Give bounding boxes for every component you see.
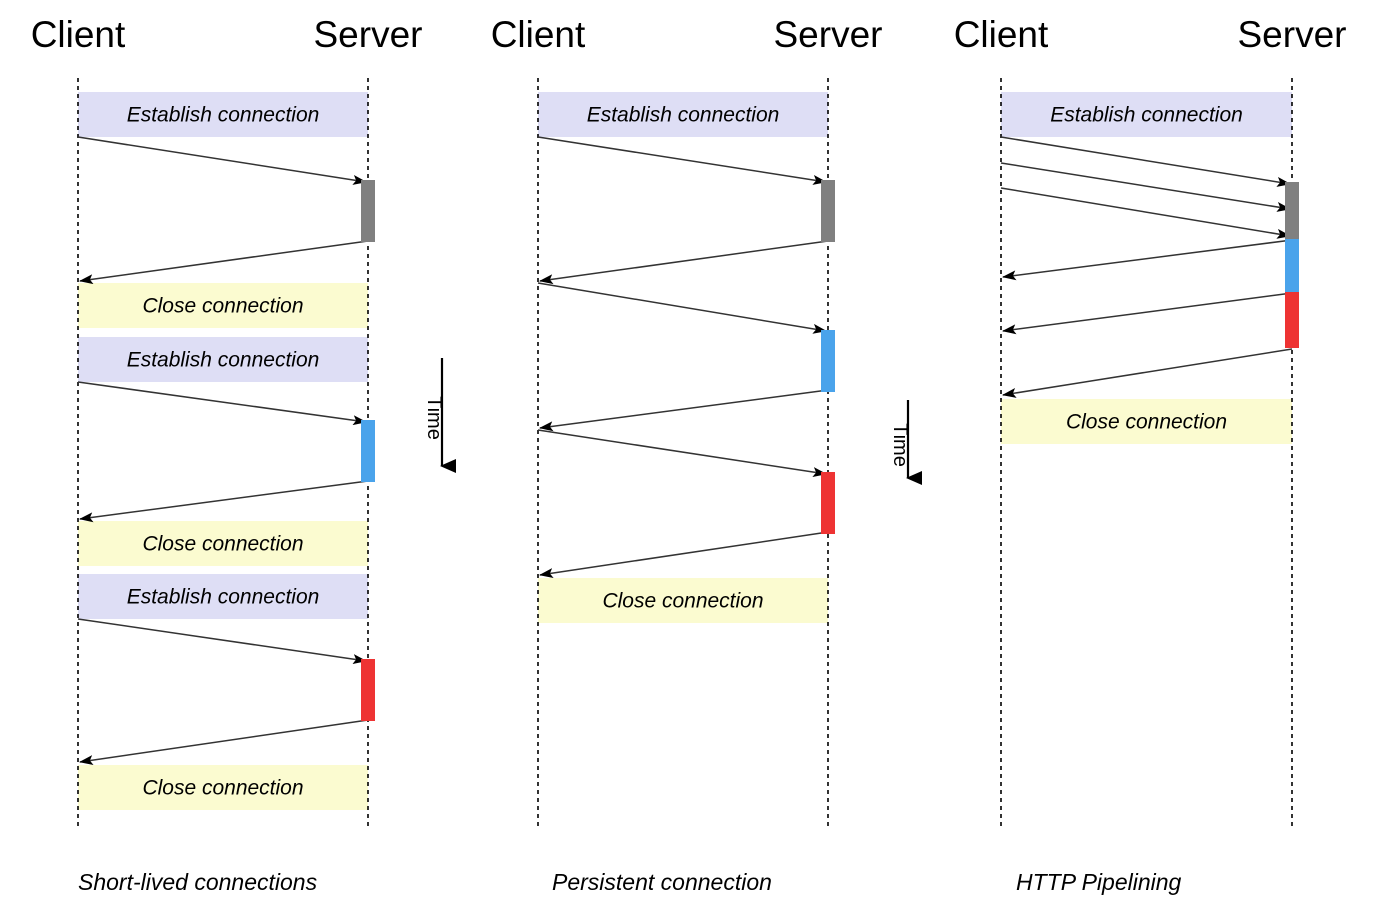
panel-persistent-message-response-3 <box>539 389 829 432</box>
panel-short-lived-band-close-5 <box>78 765 368 810</box>
panel-persistent-band-close-1 <box>538 578 828 623</box>
panel-persistent-server-header: Server <box>774 14 883 55</box>
panel-short-lived-band-label-1: Close connection <box>142 295 303 318</box>
time-axis-right-label: Time <box>889 423 911 467</box>
panel-persistent-activation-1 <box>821 330 835 392</box>
panel-short-lived-message-request-0 <box>77 136 367 185</box>
panel-short-lived-band-label-4: Establish connection <box>127 586 320 609</box>
time-axis-left-label: Time <box>423 396 445 440</box>
panel-pipelining-server-header: Server <box>1238 14 1347 55</box>
panel-persistent-message-request-0 <box>537 136 827 185</box>
panel-short-lived-message-response-5 <box>79 719 369 766</box>
panel-short-lived-message-response-3 <box>79 480 369 523</box>
panel-short-lived-band-close-3 <box>78 521 368 566</box>
panel-persistent-band-label-0: Establish connection <box>587 104 780 127</box>
panel-short-lived-activation-0 <box>361 180 375 242</box>
time-axis-right: Time <box>889 400 922 485</box>
panel-persistent-band-label-1: Close connection <box>602 590 763 613</box>
time-axis-left: Time <box>423 358 456 473</box>
panel-short-lived-activation-1 <box>361 420 375 482</box>
panel-short-lived-caption: Short-lived connections <box>78 869 318 895</box>
panel-pipelining-caption: HTTP Pipelining <box>1016 869 1182 895</box>
panel-short-lived-band-establish-0 <box>78 92 368 137</box>
panel-pipelining-band-close-1 <box>1001 399 1292 444</box>
panel-short-lived-band-label-3: Close connection <box>142 533 303 556</box>
panel-short-lived-client-header: Client <box>31 14 126 55</box>
panel-short-lived-band-label-0: Establish connection <box>127 104 320 127</box>
panel-short-lived-message-request-4 <box>77 618 367 665</box>
panel-pipelining-activation-0 <box>1285 182 1299 239</box>
panel-persistent-message-response-1 <box>539 240 829 285</box>
panel-pipelining-band-label-1: Close connection <box>1066 411 1227 434</box>
panel-short-lived-band-close-1 <box>78 283 368 328</box>
panel-short-lived-message-response-1 <box>79 240 369 285</box>
panel-pipelining-client-header: Client <box>954 14 1049 55</box>
panel-short-lived-band-establish-2 <box>78 337 368 382</box>
panel-persistent-message-request-4 <box>537 429 827 477</box>
panel-pipelining-message-request-0 <box>1000 136 1291 187</box>
panel-short-lived-band-establish-4 <box>78 574 368 619</box>
panel-persistent-activation-0 <box>821 180 835 242</box>
panel-pipelining-message-response-4 <box>1002 292 1293 335</box>
panel-short-lived-message-request-2 <box>77 381 367 426</box>
panel-short-lived-server-header: Server <box>314 14 423 55</box>
panel-persistent-message-response-5 <box>539 531 829 579</box>
panel-persistent-band-establish-0 <box>538 92 828 137</box>
panel-persistent-caption: Persistent connection <box>552 869 772 895</box>
panel-pipelining-activation-1 <box>1285 239 1299 292</box>
panel-short-lived-band-label-2: Establish connection <box>127 349 320 372</box>
panel-persistent-message-request-2 <box>537 282 827 334</box>
panel-short-lived-activation-2 <box>361 659 375 721</box>
panel-pipelining-band-label-0: Establish connection <box>1050 104 1243 127</box>
panel-pipelining-message-request-1 <box>1000 162 1291 212</box>
panel-persistent-client-header: Client <box>491 14 586 55</box>
panel-pipelining-message-response-3 <box>1002 239 1293 281</box>
panel-persistent-activation-2 <box>821 472 835 534</box>
panel-pipelining-activation-2 <box>1285 292 1299 348</box>
panel-pipelining-band-establish-0 <box>1001 92 1292 137</box>
panel-pipelining-message-response-5 <box>1002 348 1293 398</box>
panel-short-lived-band-label-5: Close connection <box>142 777 303 800</box>
panel-pipelining-message-request-2 <box>1000 187 1291 239</box>
